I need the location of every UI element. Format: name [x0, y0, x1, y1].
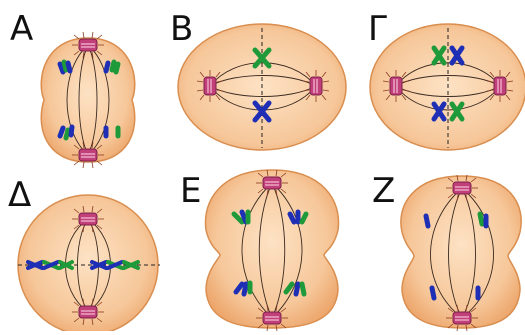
panel-delta-label: Δ [8, 175, 31, 215]
panel-b-label: Β [170, 9, 193, 49]
panel-epsilon-cell [206, 170, 339, 331]
panel-a-cell [41, 32, 134, 168]
panel-gamma-label: Γ [368, 9, 387, 49]
panel-delta-cell [18, 195, 160, 331]
panel-b-cell [178, 24, 346, 150]
panel-zeta-label: Ζ [372, 171, 395, 211]
panel-a-label: Α [10, 9, 33, 49]
panel-gamma-cell [370, 24, 525, 150]
panel-epsilon-label: Ε [180, 171, 201, 211]
panel-zeta-cell [401, 175, 521, 331]
